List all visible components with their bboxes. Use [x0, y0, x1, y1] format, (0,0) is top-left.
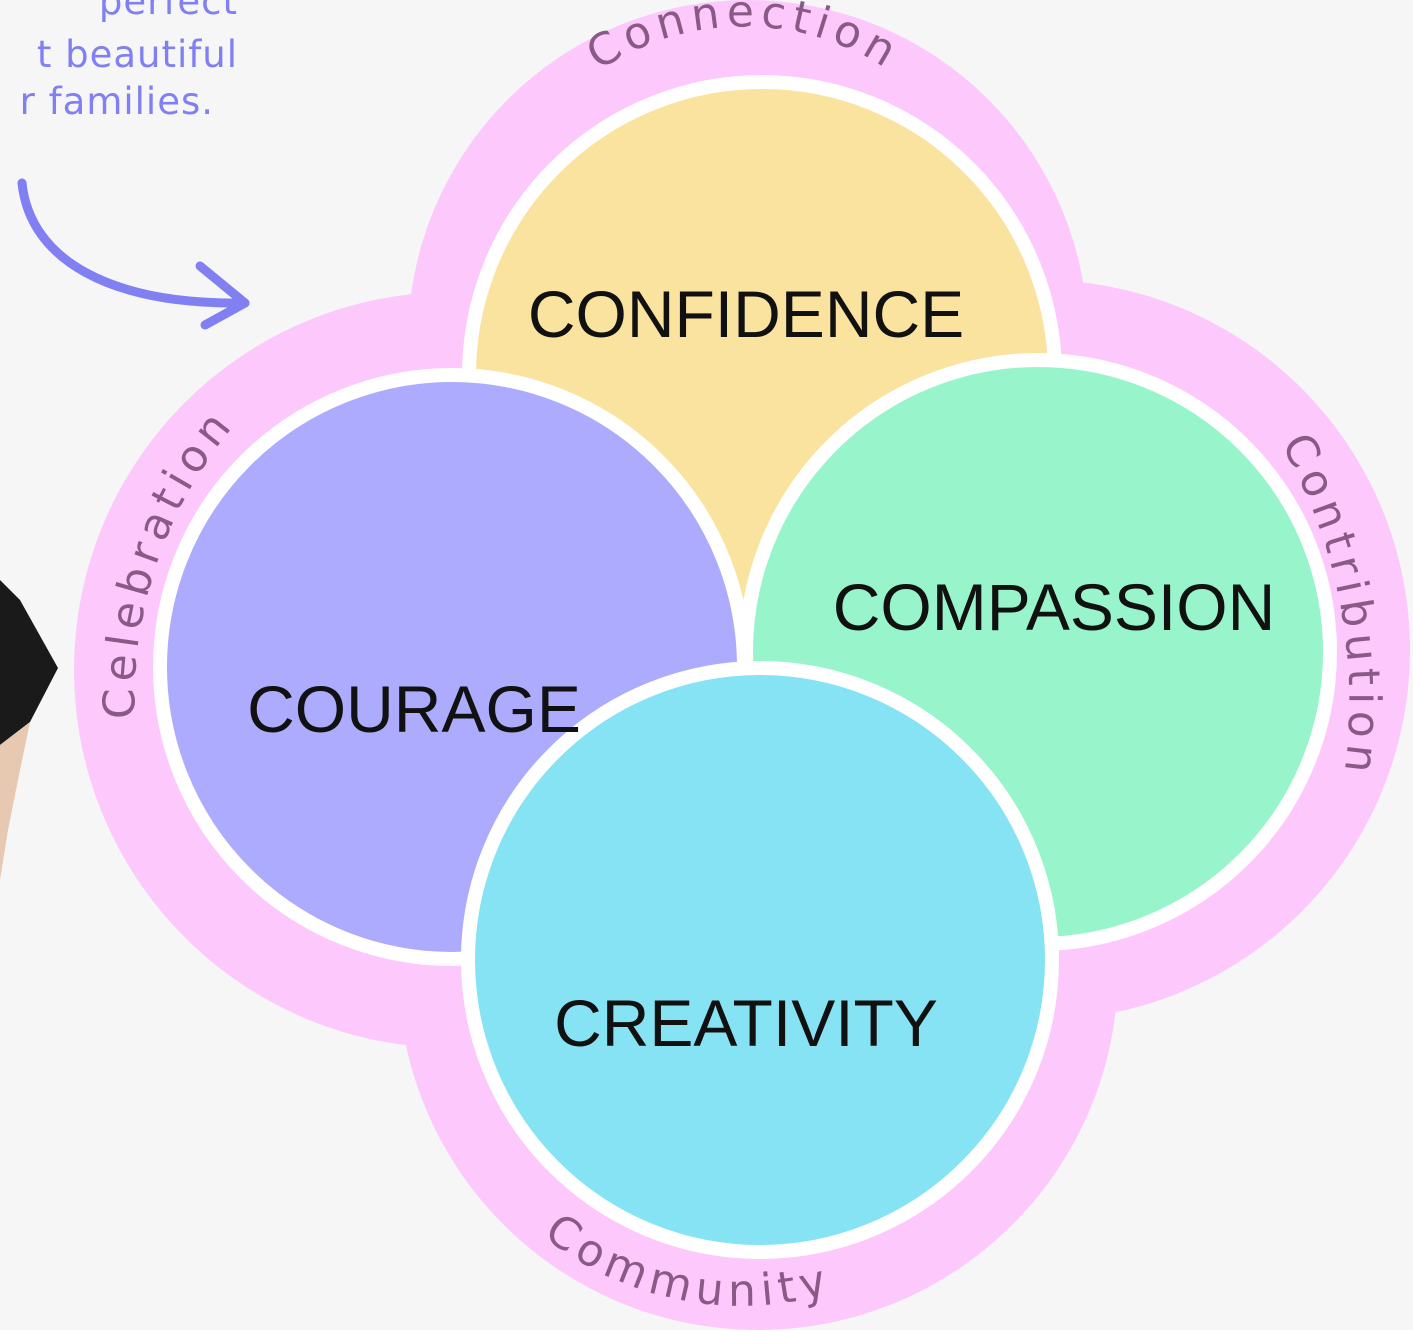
photo-dark-clothing — [0, 580, 58, 745]
circle-creativity — [461, 661, 1059, 1259]
caption-line-3: r families. — [19, 80, 214, 123]
caption-text: perfect t beautiful r families. — [0, 0, 260, 170]
label-confidence: CONFIDENCE — [528, 277, 964, 351]
photo-skin — [0, 722, 30, 880]
label-creativity: CREATIVITY — [554, 986, 938, 1060]
person-photo — [0, 580, 58, 880]
arrow-icon — [17, 178, 250, 330]
caption-line-1: perfect — [98, 0, 238, 23]
label-compassion: COMPASSION — [833, 570, 1276, 644]
label-courage: COURAGE — [247, 672, 581, 746]
caption-line-2: t beautiful — [36, 33, 238, 76]
